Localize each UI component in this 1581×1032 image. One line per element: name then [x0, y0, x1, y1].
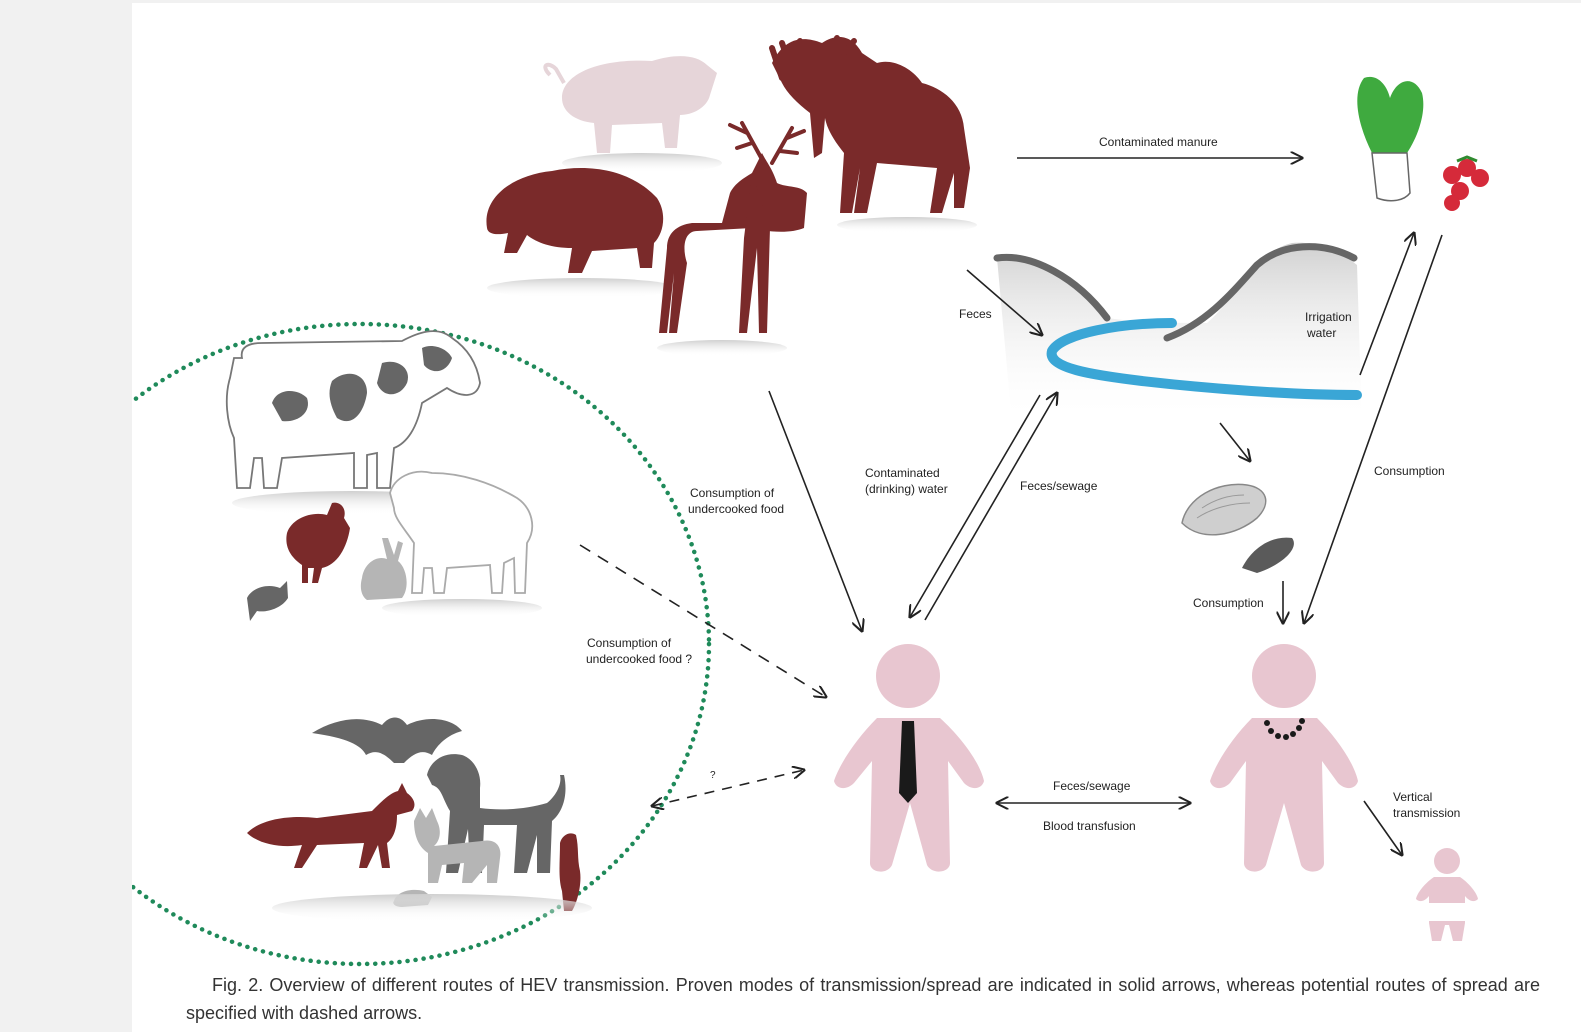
label-contaminated-water-2: (drinking) water — [865, 482, 948, 496]
chicken-icon — [286, 503, 350, 583]
woman-icon — [1210, 644, 1358, 872]
label-feces-sewage-lower: Feces/sewage — [1053, 779, 1131, 793]
strawberries-icon — [1443, 157, 1489, 211]
figure-page: Contaminated manure Feces Irrigation wat… — [132, 3, 1581, 1032]
fish-icon — [247, 581, 288, 621]
label-consumption-undercooked-1: Consumption of — [690, 486, 775, 500]
arrow-irrigation-up — [1360, 233, 1414, 375]
arrow-feces-sewage-up — [925, 393, 1057, 620]
label-vertical: Vertical — [1393, 790, 1432, 804]
lettuce-icon — [1357, 77, 1423, 201]
label-water: water — [1306, 326, 1336, 340]
baby-icon — [1416, 848, 1478, 941]
label-consumption-right: Consumption — [1374, 464, 1445, 478]
label-question-mark: ? — [710, 770, 716, 781]
label-consumption-shellfish: Consumption — [1193, 596, 1264, 610]
meerkat-icon — [560, 833, 581, 911]
arrow-drinking-water — [910, 395, 1040, 617]
label-consumption-undercooked-2: undercooked food — [688, 502, 784, 516]
label-transmission: transmission — [1393, 806, 1460, 820]
label-feces: Feces — [959, 307, 992, 321]
label-irrigation: Irrigation — [1305, 310, 1352, 324]
transmission-diagram: Contaminated manure Feces Irrigation wat… — [132, 3, 1581, 968]
arrow-dashed-undercooked — [580, 545, 826, 697]
bat-icon — [312, 718, 462, 764]
rabbit-icon — [361, 538, 407, 600]
label-blood-transfusion: Blood transfusion — [1043, 819, 1136, 833]
sheep-icon — [382, 472, 542, 617]
label-contaminated-manure: Contaminated manure — [1099, 135, 1218, 149]
arrow-dashed-other — [652, 770, 804, 806]
oyster-icon — [1182, 484, 1266, 534]
figure-caption: Fig. 2. Overview of different routes of … — [186, 971, 1540, 1027]
label-feces-sewage-upper: Feces/sewage — [1020, 479, 1098, 493]
label-consumption-q-1: Consumption of — [587, 636, 672, 650]
label-consumption-q-2: undercooked food ? — [586, 652, 692, 666]
wild-boar-icon — [486, 168, 677, 298]
label-contaminated-water-1: Contaminated — [865, 466, 940, 480]
arrow-river-to-shellfish — [1220, 423, 1250, 461]
man-icon — [834, 644, 984, 872]
pig-icon — [545, 56, 722, 173]
fox-icon — [247, 783, 414, 868]
mussel-icon — [1242, 538, 1294, 573]
